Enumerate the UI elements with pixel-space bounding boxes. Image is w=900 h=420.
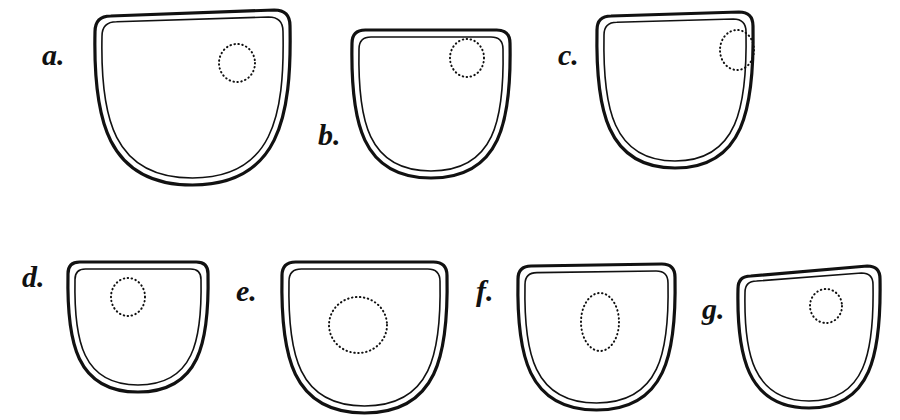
label-holder: b. <box>318 120 341 150</box>
nucleus-outline <box>720 30 754 70</box>
cell-wall-inner <box>102 17 283 178</box>
nucleus-outline <box>810 289 842 323</box>
cell-wall-outer <box>738 266 880 408</box>
figure-letter: d. <box>22 262 45 292</box>
cell-wall-inner <box>75 269 201 385</box>
label-holder: a. <box>42 40 65 70</box>
cell-drawing <box>68 262 208 392</box>
cell-drawing <box>352 30 510 178</box>
cell-wall-outer <box>95 10 290 185</box>
nucleus-outline <box>219 44 255 82</box>
figure-letter: c. <box>558 40 579 70</box>
cell-drawing <box>518 264 675 410</box>
cell-wall-inner <box>525 271 668 403</box>
cell-wall-outer <box>282 262 447 413</box>
label-holder: d. <box>22 262 45 292</box>
cell-wall-inner <box>359 37 503 171</box>
nucleus-outline <box>111 278 145 316</box>
cell-wall-inner <box>604 19 746 161</box>
cell-wall-outer <box>597 12 753 168</box>
label-holder: e. <box>236 276 257 306</box>
label-holder: f. <box>476 276 494 306</box>
cell-wall-inner <box>289 269 440 406</box>
figure-letter: g. <box>702 294 725 324</box>
cell-drawing <box>282 262 447 413</box>
label-holder: g. <box>702 294 725 324</box>
cell-drawing <box>738 266 880 408</box>
cell-drawing <box>95 10 290 185</box>
cell-drawing <box>597 12 754 168</box>
cell-wall-inner <box>745 273 873 401</box>
nucleus-outline <box>329 297 387 353</box>
figure-letter: e. <box>236 276 257 306</box>
cell-wall-outer <box>518 264 675 410</box>
cell-wall-outer <box>68 262 208 392</box>
figure-letter: b. <box>318 120 341 150</box>
label-holder: c. <box>558 40 579 70</box>
figure-letter: f. <box>476 276 494 306</box>
figure-letter: a. <box>42 40 65 70</box>
nucleus-outline <box>450 39 484 77</box>
cell-wall-outer <box>352 30 510 178</box>
nucleus-outline <box>581 293 619 351</box>
